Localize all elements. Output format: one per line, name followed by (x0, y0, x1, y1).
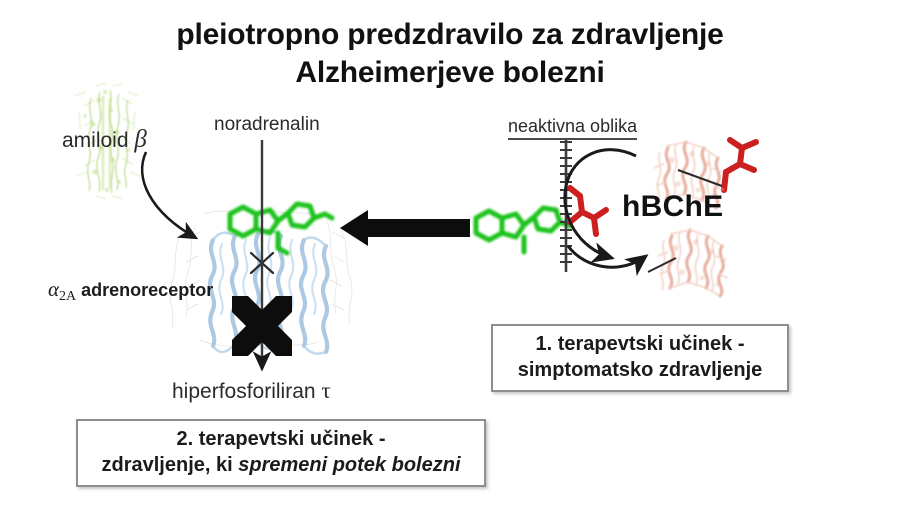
callout-2-line-2: zdravljenje, ki spremeni potek bolezni (88, 452, 474, 478)
callout-2-line-2-italic: spremeni potek bolezni (238, 454, 461, 476)
blocked-pathway-x-icon (232, 296, 292, 356)
page-title: pleiotropno predzdravilo za zdravljenje … (0, 16, 900, 93)
label-adrenoreceptor-subscript: 2A (59, 288, 77, 304)
enzyme-structure-top-icon (653, 140, 725, 210)
free-drug-molecule-icon (473, 205, 573, 255)
catalytic-cycle-arrow-icon (563, 148, 649, 277)
carbamate-fragment-attached-icon (567, 185, 609, 237)
callout-1-line-1: 1. terapevtski učinek - (535, 333, 745, 355)
enzyme-connector-lines-icon (647, 169, 723, 273)
callout-2-line-1: 2. terapevtski učinek - (176, 428, 386, 450)
label-alpha2a-adrenoreceptor: α2A adrenoreceptor (48, 277, 213, 305)
label-amyloid-beta: amiloid β (62, 126, 147, 154)
title-line-1: pleiotropno predzdravilo za zdravljenje (176, 18, 724, 51)
carbamate-fragment-released-icon (721, 137, 759, 193)
drug-transfer-arrow-icon (340, 210, 470, 246)
label-adrenoreceptor-text: adrenoreceptor (76, 280, 214, 300)
label-amyloid-beta-greek: β (134, 126, 147, 153)
label-inactive-form: neaktivna oblika (508, 116, 638, 140)
label-tau-greek: τ (321, 378, 331, 403)
label-hbche-enzyme: hBChE (622, 190, 724, 223)
callout-therapeutic-effect-1: 1. terapevtski učinek - simptomatsko zdr… (491, 324, 789, 392)
label-noradrenalin: noradrenalin (214, 114, 320, 135)
amyloid-binding-arrow-icon (140, 151, 199, 240)
label-adrenoreceptor-greek: α (48, 277, 60, 301)
callout-2-line-2-plain: zdravljenje, ki (101, 454, 239, 476)
amyloid-fibril-icon (73, 82, 141, 200)
enzyme-structure-bottom-icon (657, 228, 729, 298)
label-hyperphosphorylated-tau: hiperfosforiliran τ (172, 378, 331, 404)
bound-drug-molecule-icon (227, 201, 335, 256)
label-amyloid-beta-text: amiloid (62, 129, 135, 152)
title-line-2: Alzheimerjeve bolezni (295, 56, 605, 90)
label-tau-text: hiperfosforiliran (172, 380, 322, 403)
callout-therapeutic-effect-2: 2. terapevtski učinek - zdravljenje, ki … (76, 419, 486, 487)
callout-1-line-2: simptomatsko zdravljenje (517, 359, 763, 381)
